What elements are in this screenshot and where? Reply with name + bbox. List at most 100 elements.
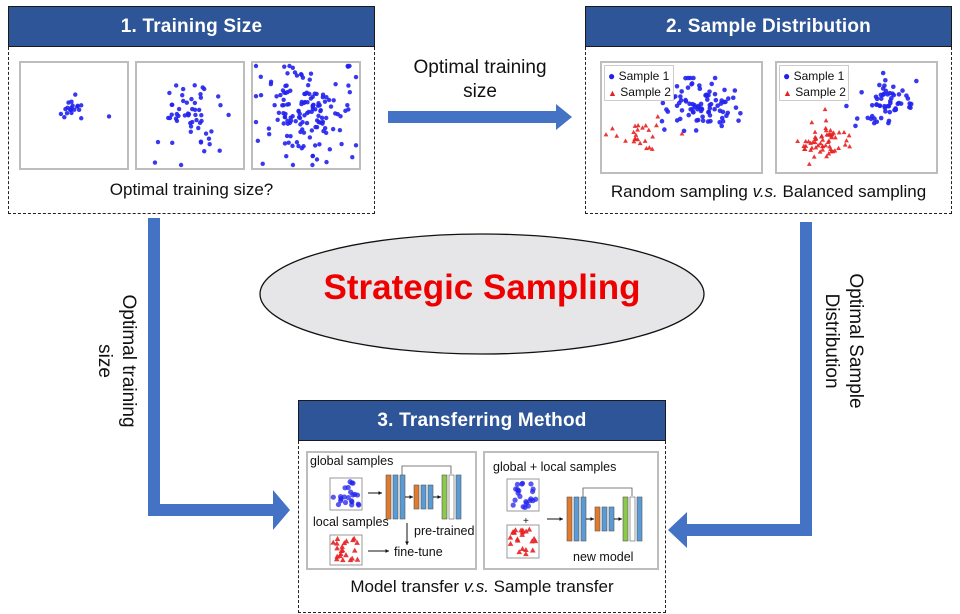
sample-point [683, 99, 689, 104]
sample-point [681, 128, 687, 134]
sample-triangle [614, 133, 620, 138]
sample-point [152, 160, 158, 165]
sample-point [696, 103, 701, 109]
balanced-sampling-panel: ● Sample 1 ▲ Sample 2 [775, 61, 938, 174]
sample-point [331, 98, 336, 103]
sample-point [280, 103, 285, 108]
sample-triangle [841, 129, 847, 135]
sample-point [207, 141, 212, 147]
sample-triangle [828, 146, 834, 151]
sample-point [198, 140, 204, 145]
sample-point [686, 112, 692, 118]
sample-point [302, 99, 308, 105]
sample-point [724, 113, 729, 119]
sample-triangle [646, 127, 652, 132]
sample-point [874, 119, 880, 125]
sample-point [679, 89, 684, 94]
sample-point [320, 92, 326, 97]
sample-triangle [801, 146, 807, 152]
sample-point [301, 130, 307, 135]
sample-point [718, 101, 724, 106]
sample-triangle [341, 540, 348, 546]
network-layer [636, 496, 643, 542]
sample-triangle [836, 130, 842, 135]
scatter-panel-large [251, 61, 361, 170]
sample-triangle [646, 145, 652, 150]
network-layer [622, 496, 629, 542]
combined-samples-label: global + local samples [493, 460, 617, 474]
sample-triangle [514, 537, 521, 543]
sample-point [517, 493, 523, 499]
sample-triangle [631, 129, 637, 135]
sample-point [66, 100, 71, 105]
sample-point [258, 74, 263, 80]
sample-point [347, 63, 352, 69]
sample-point [887, 109, 893, 115]
sample-point [873, 94, 879, 100]
sample-point [196, 107, 202, 113]
sample-point [520, 504, 526, 510]
sample-point [278, 92, 283, 98]
training-size-title: 1. Training Size [120, 15, 263, 37]
sample-point [880, 86, 886, 91]
sample-point [869, 113, 875, 119]
sample-point [703, 93, 708, 98]
sample-point [324, 95, 329, 100]
sample-triangle [823, 142, 829, 148]
sample-triangle [813, 135, 819, 141]
scatter-medium [152, 83, 231, 168]
network-layer [441, 474, 448, 520]
legend: ● Sample 1 ▲ Sample 2 [604, 65, 674, 101]
sample-point [173, 83, 179, 88]
sample-point [674, 83, 680, 89]
sample-triangle [640, 125, 645, 130]
sample-point [184, 100, 190, 105]
sample-point [313, 107, 318, 112]
sample-point [305, 83, 311, 88]
sample-triangle [523, 528, 529, 534]
sample-point [181, 98, 186, 104]
sample-point [328, 104, 334, 109]
sample-point [198, 95, 204, 100]
sample-point [296, 108, 301, 114]
sample-point [323, 115, 329, 121]
sample-point [877, 103, 883, 109]
sample-point [194, 117, 199, 123]
sample-triangle [824, 153, 829, 159]
sample-point [300, 127, 305, 132]
skip-connection [582, 487, 633, 497]
sample-triangle [518, 527, 524, 533]
sample-point [218, 103, 223, 108]
sample-point [523, 499, 529, 505]
sample-point [730, 95, 736, 101]
sample-point [226, 112, 231, 118]
sample-point [170, 140, 175, 146]
sample-point [284, 133, 290, 139]
sample-point [353, 74, 359, 80]
sample-point [173, 116, 179, 121]
arrow-right-elbow-icon [668, 222, 812, 548]
sample-triangle [820, 143, 825, 149]
sample-point [356, 502, 362, 508]
sample-point [676, 100, 682, 106]
sample-point [202, 149, 207, 154]
sample-point [202, 86, 207, 92]
sample-point [307, 91, 312, 97]
left-arrow-label: Optimal training size [94, 294, 139, 428]
sample-point [188, 124, 194, 129]
sample-point [844, 103, 849, 109]
flow-arrowhead-icon [618, 517, 622, 521]
sample-point [288, 88, 293, 93]
random-sampling-panel: ● Sample 1 ▲ Sample 2 [600, 61, 763, 174]
sample-point [303, 91, 308, 97]
legend-circle-icon: ● [783, 69, 791, 83]
flow-arrowhead-icon [385, 549, 389, 553]
sample-point [307, 77, 312, 82]
network-layer [573, 496, 580, 542]
sample-triangle [519, 546, 526, 552]
sample-point [318, 108, 323, 114]
sample-point [733, 105, 739, 110]
sample-point [892, 107, 897, 113]
sample-point [299, 146, 305, 151]
sample-point [69, 110, 74, 116]
